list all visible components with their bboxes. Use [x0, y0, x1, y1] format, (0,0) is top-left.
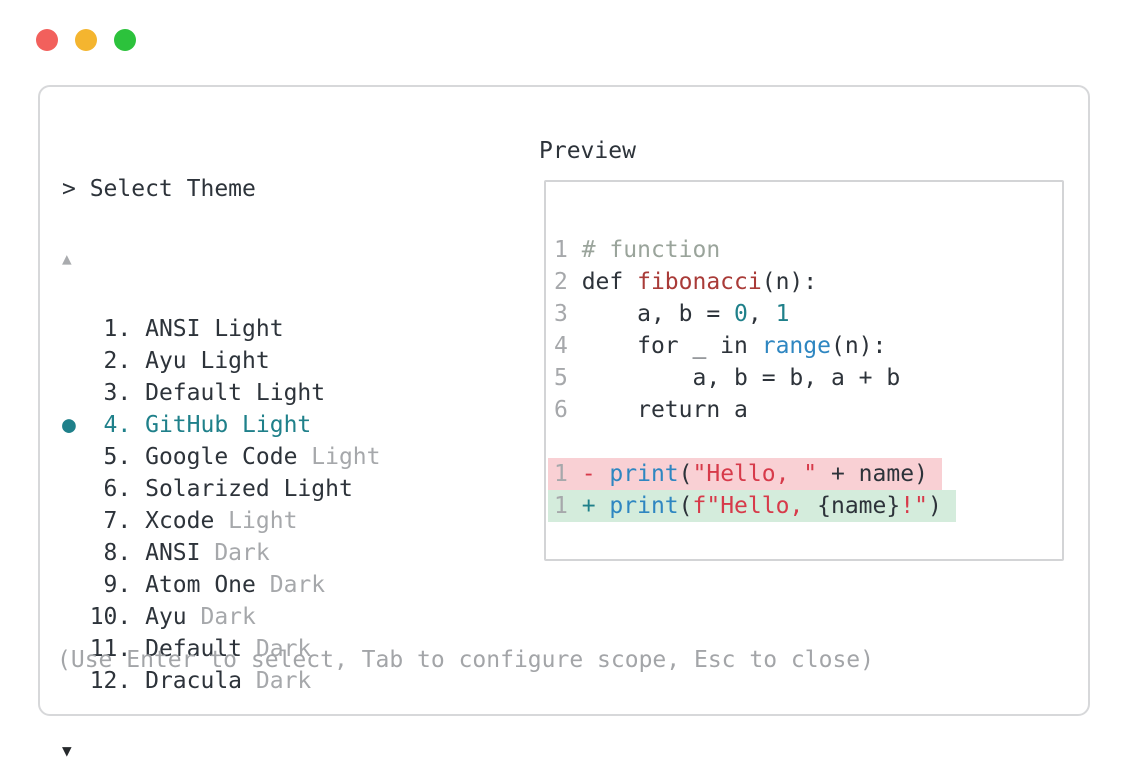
code-token-text: def: [581, 269, 638, 295]
theme-list-pane: > Select Theme ▲ 1. ANSI Light 2. Ayu Li…: [62, 135, 381, 757]
code-token-text: ,: [747, 301, 776, 327]
code-token-text: + name): [817, 461, 928, 487]
theme-option-11[interactable]: 11. Default Dark: [62, 633, 381, 665]
bullet-placeholder: [62, 444, 90, 470]
bullet-placeholder: [62, 508, 90, 534]
theme-option-label: 2. Ayu Light: [89, 348, 270, 374]
theme-variant-label: Dark: [186, 604, 256, 630]
theme-option-label: 8. ANSI: [89, 540, 201, 566]
code-token-text: a, b =: [581, 301, 735, 327]
bullet-placeholder: [62, 316, 90, 342]
code-token-diff_plus: +: [581, 493, 610, 519]
code-token-comment: # function: [581, 237, 721, 263]
theme-picker-panel: > Select Theme ▲ 1. ANSI Light 2. Ayu Li…: [38, 85, 1090, 757]
selected-bullet-icon: ●: [62, 412, 90, 438]
line-number: 5: [554, 365, 582, 391]
code-token-builtin: print: [609, 493, 679, 519]
code-token-text: (n):: [830, 333, 887, 359]
theme-option-label: 3. Default Light: [89, 380, 326, 406]
theme-option-5[interactable]: 5. Google Code Light: [62, 441, 381, 473]
bullet-placeholder: [62, 476, 90, 502]
theme-variant-label: Dark: [255, 572, 326, 598]
theme-option-7[interactable]: 7. Xcode Light: [62, 505, 381, 537]
diff-line-removed: 1 - print("Hello, " + name): [548, 458, 1062, 490]
theme-option-2[interactable]: 2. Ayu Light: [62, 345, 381, 377]
code-token-text: (n):: [761, 269, 818, 295]
theme-variant-label: Dark: [242, 636, 312, 662]
code-line-6: 6 return a: [554, 394, 1062, 426]
theme-option-12[interactable]: 12. Dracula Dark: [62, 665, 381, 697]
theme-variant-label: Light: [214, 508, 298, 534]
code-token-builtin: range: [761, 333, 831, 359]
code-token-text: (: [678, 493, 693, 519]
theme-option-1[interactable]: 1. ANSI Light: [62, 313, 381, 345]
diff-line-added: 1 + print(f"Hello, {name}!"): [548, 490, 1062, 522]
bullet-placeholder: [62, 348, 90, 374]
bullet-placeholder: [62, 572, 90, 598]
theme-option-label: 4. GitHub Light: [89, 412, 312, 438]
theme-option-label: 1. ANSI Light: [89, 316, 284, 342]
code-line-1: 1 # function: [554, 234, 1062, 266]
code-line-4: 4 for _ in range(n):: [554, 330, 1062, 362]
theme-option-label: 10. Ayu: [89, 604, 187, 630]
line-number: 6: [554, 397, 582, 423]
theme-option-6[interactable]: 6. Solarized Light: [62, 473, 381, 505]
bullet-placeholder: [62, 380, 90, 406]
theme-variant-label: Light: [297, 444, 381, 470]
diff-highlight-removed: 1 - print("Hello, " + name): [548, 458, 942, 490]
code-token-builtin: print: [609, 461, 679, 487]
diff-highlight-added: 1 + print(f"Hello, {name}!"): [548, 490, 956, 522]
code-token-func: fibonacci: [637, 269, 762, 295]
close-button[interactable]: [36, 29, 58, 51]
code-token-text: for _ in: [581, 333, 762, 359]
scroll-up-icon[interactable]: ▲: [62, 249, 72, 268]
bullet-placeholder: [62, 604, 90, 630]
code-token-text: {name}: [817, 493, 901, 519]
zoom-button[interactable]: [114, 29, 136, 51]
code-token-diff_minus: -: [581, 461, 610, 487]
theme-option-label: 11. Default: [89, 636, 243, 662]
code-token-number: 1: [775, 301, 790, 327]
theme-option-label: 12. Dracula: [89, 668, 243, 694]
code-line-3: 3 a, b = 0, 1: [554, 298, 1062, 330]
theme-option-9[interactable]: 9. Atom One Dark: [62, 569, 381, 601]
line-number: 1: [554, 237, 582, 263]
line-number: 3: [554, 301, 582, 327]
code-token-number: 0: [734, 301, 748, 327]
theme-list: 1. ANSI Light 2. Ayu Light 3. Default Li…: [62, 313, 381, 697]
code-line-2: 2 def fibonacci(n):: [554, 266, 1062, 298]
code-token-text: ): [927, 493, 942, 519]
code-token-string: !": [900, 493, 928, 519]
theme-option-8[interactable]: 8. ANSI Dark: [62, 537, 381, 569]
window-controls: [36, 29, 136, 51]
code-token-string: f"Hello,: [692, 493, 818, 519]
line-number: 1: [554, 461, 582, 487]
scroll-down-icon[interactable]: ▼: [62, 741, 72, 757]
preview-title: Preview: [539, 138, 636, 164]
theme-option-10[interactable]: 10. Ayu Dark: [62, 601, 381, 633]
blank-line: [554, 426, 1062, 458]
line-number: 4: [554, 333, 582, 359]
prompt-header: > Select Theme: [62, 176, 256, 202]
minimize-button[interactable]: [75, 29, 97, 51]
line-number: 2: [554, 269, 582, 295]
theme-option-label: 6. Solarized Light: [89, 476, 353, 502]
theme-variant-label: Dark: [242, 668, 312, 694]
theme-option-label: 5. Google Code: [89, 444, 298, 470]
line-number: 1: [554, 493, 582, 519]
code-token-text: a, b = b, a + b: [581, 365, 901, 391]
code-token-text: return a: [581, 397, 748, 423]
keyboard-hint: (Use Enter to select, Tab to configure s…: [57, 647, 874, 673]
code-line-5: 5 a, b = b, a + b: [554, 362, 1062, 394]
theme-option-4[interactable]: ● 4. GitHub Light: [62, 409, 381, 441]
code-token-text: (: [678, 461, 693, 487]
theme-variant-label: Dark: [200, 540, 270, 566]
theme-option-label: 7. Xcode: [89, 508, 215, 534]
code-token-string: "Hello, ": [692, 461, 818, 487]
bullet-placeholder: [62, 540, 90, 566]
theme-option-label: 9. Atom One: [89, 572, 256, 598]
theme-option-3[interactable]: 3. Default Light: [62, 377, 381, 409]
